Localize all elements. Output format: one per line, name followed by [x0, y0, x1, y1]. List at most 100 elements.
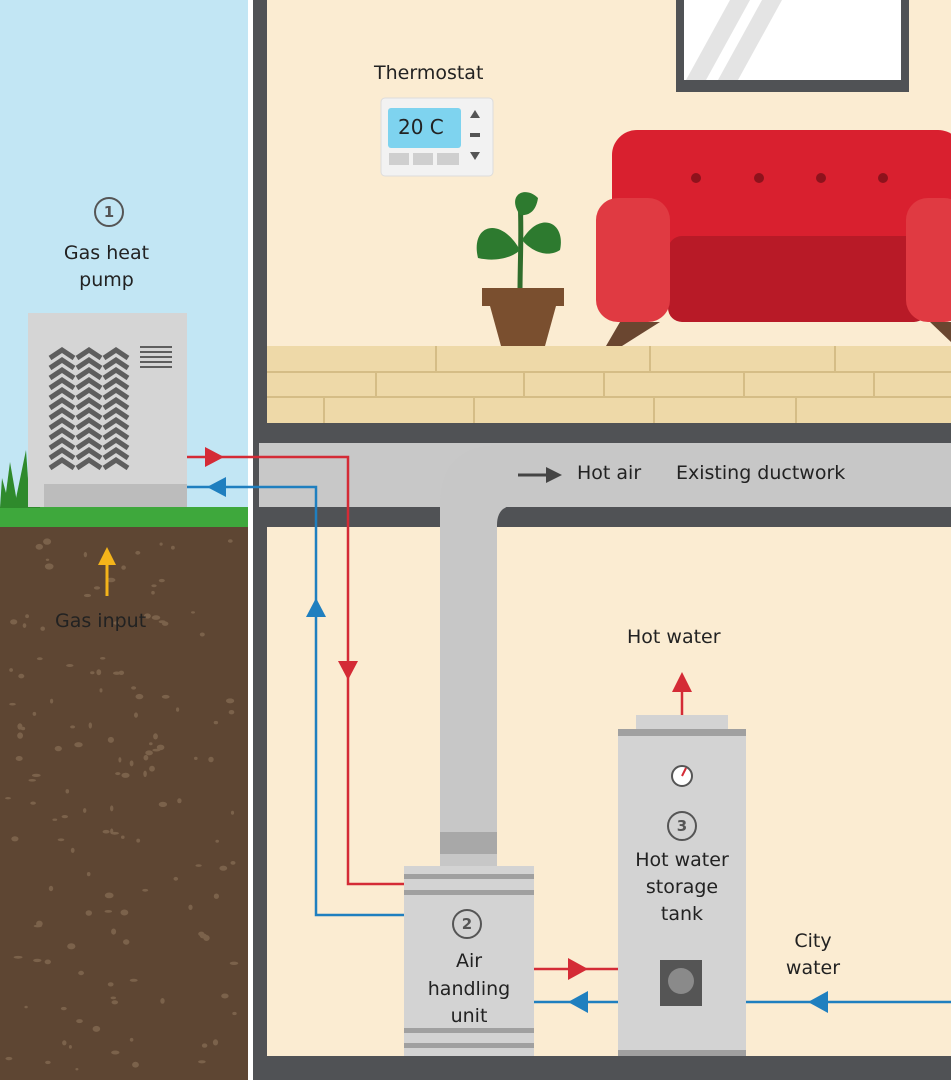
soil-pebble [15, 756, 23, 761]
soil-pebble [18, 673, 25, 679]
grille-chevron [102, 376, 130, 391]
soil-pebble [219, 865, 228, 871]
supply-arrow-right-icon [205, 447, 224, 467]
soil-pebble [35, 543, 43, 550]
soil-pebble [9, 702, 16, 706]
soil-pebble [129, 760, 134, 767]
heat-pump-label-line2: pump [79, 269, 134, 291]
soil-pebble [88, 722, 93, 729]
soil-pebble [151, 584, 157, 588]
ahu-to-tank-arrow-icon [568, 991, 588, 1013]
grille-chevron [48, 406, 76, 421]
exterior-wall-inner [253, 0, 259, 1080]
soil-pebble [33, 958, 42, 963]
grille-chevron [75, 426, 103, 441]
soil-pebble [191, 611, 195, 614]
ahu-label-line3: unit [450, 1005, 488, 1027]
soil-pebble [75, 1068, 79, 1071]
duct-collar [440, 832, 497, 854]
soil-pebble [228, 710, 235, 715]
tank-label-line1: Hot water [635, 849, 729, 871]
soil-pebble [201, 1043, 208, 1048]
hot-water-label: Hot water [627, 626, 721, 648]
soil-pebble [22, 623, 27, 628]
soil-pebble [113, 671, 121, 675]
soil-pebble [111, 1050, 120, 1055]
soil-pebble [151, 615, 161, 620]
hot-air-arrow-icon [518, 467, 562, 483]
soil-pebble [24, 1005, 28, 1009]
soil-pebble [134, 712, 138, 718]
grille-chevron [75, 376, 103, 391]
soil-pebble [198, 1060, 206, 1064]
grille-chevron [48, 426, 76, 441]
city-water-label-line2: water [785, 957, 841, 979]
soil-pebble [195, 864, 202, 867]
soil-pebble [107, 736, 114, 743]
grass [0, 507, 250, 527]
soil-pebble [10, 619, 18, 625]
soil-pebble [176, 707, 180, 712]
soil-pebble [104, 910, 113, 913]
grille-chevron [102, 446, 130, 461]
soil-pebble [70, 847, 75, 853]
soil-pebble [118, 757, 122, 763]
soil-pebble [36, 657, 43, 661]
hot-water-outlet [672, 672, 692, 715]
soil-pebble [129, 978, 138, 982]
soil-pebble [40, 626, 45, 631]
soil-pebble [226, 698, 235, 704]
city-water-arrow-icon [808, 991, 828, 1013]
soil-pebble [93, 586, 101, 590]
supply-arrow-down-icon [338, 661, 358, 680]
soil-pebble [121, 835, 125, 839]
grille-chevron [102, 356, 130, 371]
soil-pebble [83, 593, 92, 598]
soil-pebble [54, 745, 62, 752]
soil-pebbles [5, 538, 239, 1071]
grille-chevron [75, 366, 103, 381]
soil-pebble [110, 805, 114, 812]
soil-pebble [199, 933, 207, 939]
thermostat-label: Thermostat [374, 62, 484, 84]
soil-pebble [135, 693, 144, 700]
soil-pebble [60, 1006, 67, 1011]
soil-pebble [173, 876, 179, 881]
soil-pebble [229, 961, 239, 965]
hot-water-storage-tank [618, 715, 746, 1056]
grille-chevron [102, 426, 130, 441]
soil-pebble [48, 885, 54, 892]
soil-pebble [92, 1025, 101, 1032]
grille-chevron [102, 436, 130, 451]
soil-pebble [66, 664, 74, 667]
grille-chevron [48, 436, 76, 451]
soil-pebble [11, 836, 19, 842]
soil-pebble [25, 614, 29, 619]
grille-chevron [75, 416, 103, 431]
soil-pebble [45, 558, 50, 561]
existing-ductwork [440, 445, 951, 870]
soil-pebble [142, 888, 149, 892]
basement-wall [259, 527, 951, 1080]
thermostat-device[interactable] [380, 97, 494, 177]
gas-input-arrow-icon [98, 547, 116, 596]
soil-pebble [44, 959, 51, 965]
soil-pebble [36, 920, 43, 927]
grille-chevron [102, 456, 130, 471]
soil-pebble [135, 550, 141, 555]
soil-pebble [30, 801, 36, 805]
existing-ductwork-label: Existing ductwork [676, 462, 846, 484]
soil-pebble [132, 1061, 139, 1068]
grille-chevron [75, 396, 103, 411]
soil-pebble [152, 748, 161, 752]
grille-chevron [75, 446, 103, 461]
gas-heat-pump-unit [28, 313, 187, 507]
soil-pebble [67, 943, 76, 950]
grille-chevron [48, 416, 76, 431]
soil-pebble [61, 815, 68, 819]
soil-pebble [159, 542, 163, 546]
grille-chevron [102, 396, 130, 411]
floor-slab [259, 423, 951, 443]
soil-pebble [156, 744, 165, 751]
